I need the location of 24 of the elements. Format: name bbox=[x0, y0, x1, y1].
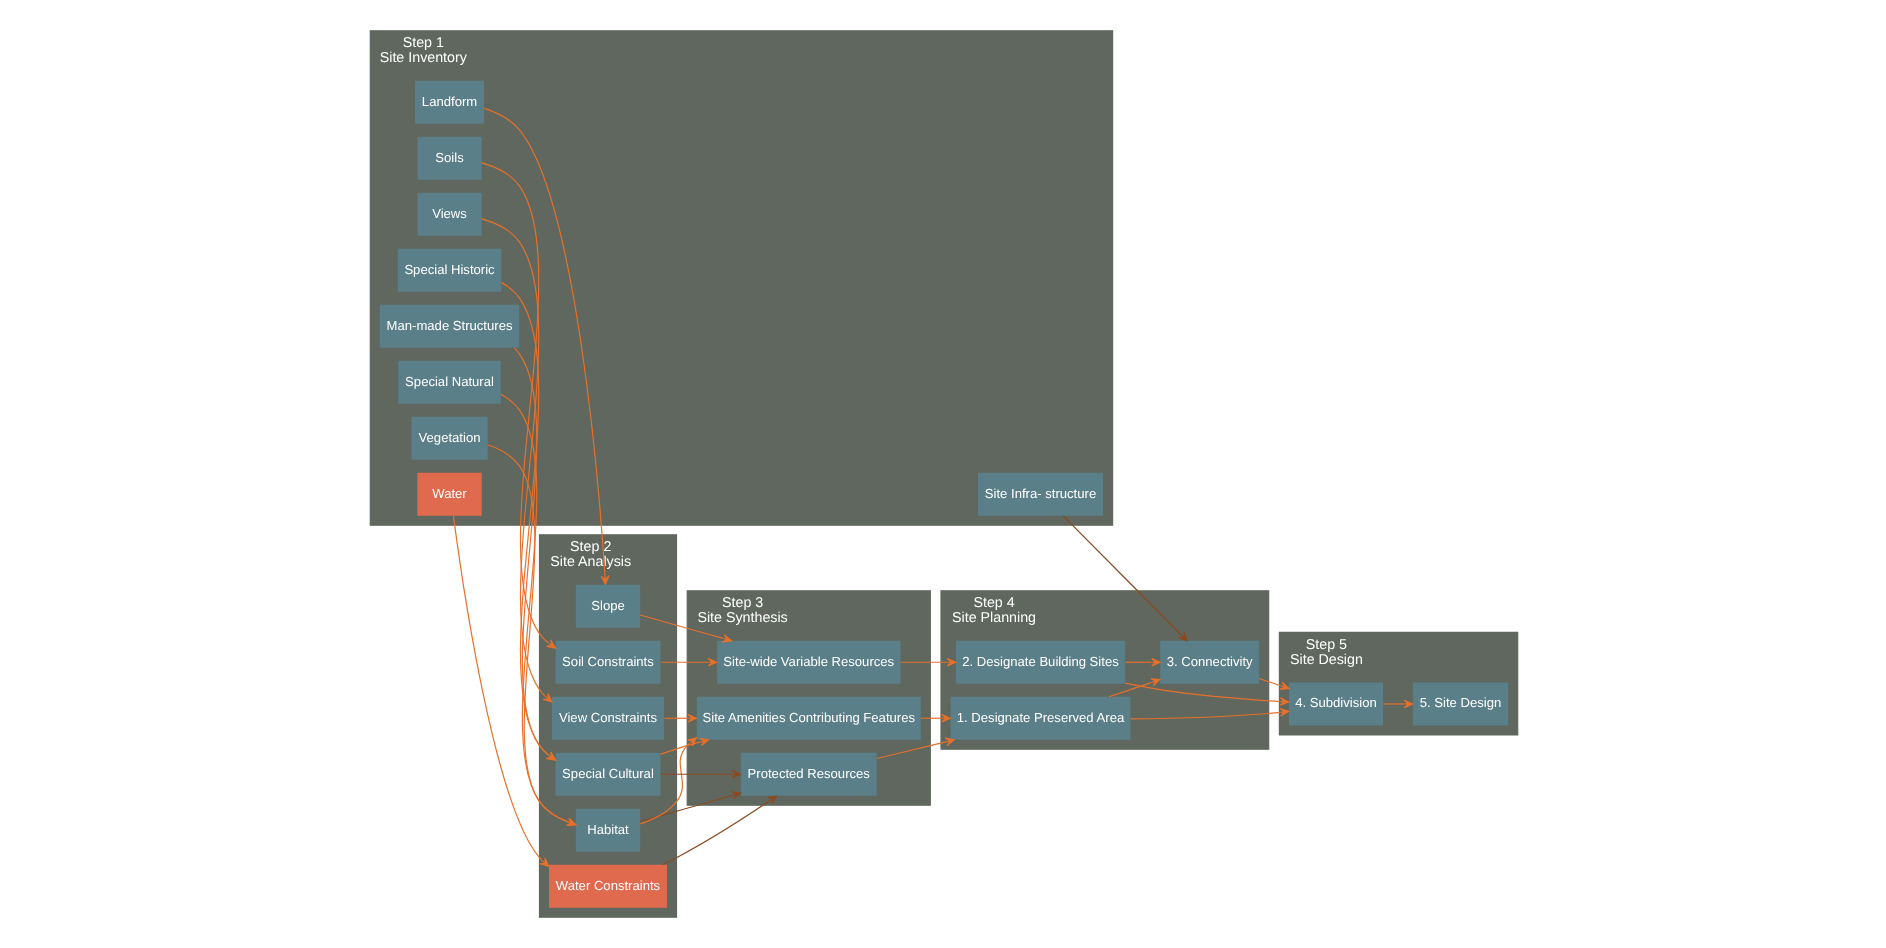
arrow bbox=[875, 737, 954, 760]
arrow bbox=[638, 737, 696, 825]
arrow bbox=[1381, 699, 1413, 709]
arrow bbox=[1257, 677, 1289, 690]
arrow bbox=[658, 737, 709, 755]
arrow bbox=[659, 657, 717, 667]
arrow bbox=[660, 795, 777, 866]
arrow bbox=[638, 791, 741, 823]
arrow bbox=[919, 713, 950, 723]
arrow bbox=[659, 769, 741, 779]
arrow bbox=[1129, 708, 1289, 720]
arrow bbox=[899, 657, 956, 667]
arrow bbox=[451, 515, 549, 867]
arrow bbox=[480, 162, 556, 649]
arrow bbox=[499, 282, 556, 761]
arrow bbox=[662, 713, 697, 723]
arrow bbox=[512, 347, 556, 761]
arrow bbox=[1107, 678, 1160, 698]
arrow bbox=[638, 614, 732, 643]
arrow bbox=[1061, 515, 1187, 642]
arrow bbox=[482, 107, 609, 585]
arrow bbox=[1123, 682, 1289, 706]
arrow bbox=[480, 218, 552, 703]
arrow bbox=[1124, 657, 1160, 667]
